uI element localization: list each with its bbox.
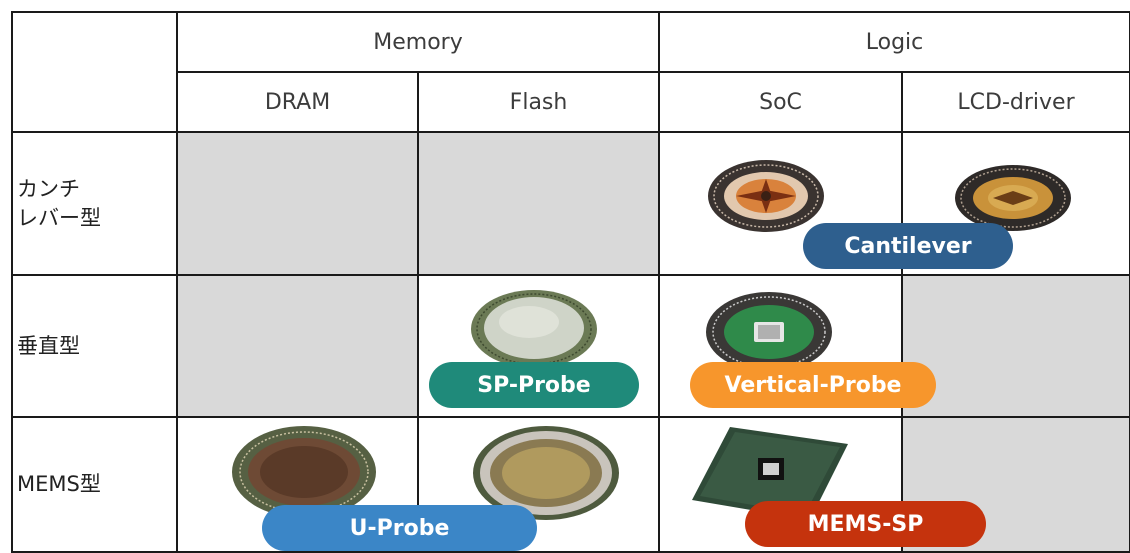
cantilever-badge: Cantilever (803, 223, 1013, 269)
column-label-soc: SoC (759, 89, 802, 115)
column-label-lcd-driver: LCD-driver (957, 89, 1075, 115)
header-dram: DRAM (176, 71, 419, 133)
cantilever-probe-card-lcd-icon (955, 165, 1072, 231)
cell-cantilever-lcd-driver (901, 131, 1130, 276)
u-probe-card-dram-icon (232, 426, 376, 518)
sp-probe-card-flash-icon (471, 290, 597, 368)
cell-mems-soc (658, 416, 904, 553)
u-probe-card-flash-icon (473, 426, 619, 520)
matrix-table: Memory Logic DRAM Flash SoC LCD-driver カ… (11, 11, 1130, 553)
header-memory: Memory (175, 11, 661, 73)
row-label-line1: カンチ (17, 177, 80, 202)
cell-mems-flash (416, 416, 661, 553)
group-label-memory: Memory (373, 29, 463, 55)
header-lcd-driver: LCD-driver (901, 71, 1130, 133)
cell-vertical-dram (176, 274, 419, 418)
column-label-flash: Flash (509, 89, 568, 115)
sp-probe-badge-label: SP-Probe (477, 372, 591, 398)
row-label-mems: MEMS型 (11, 416, 178, 553)
cell-cantilever-flash (416, 131, 661, 276)
corner-cell (11, 11, 178, 133)
cell-cantilever-dram (176, 131, 419, 276)
cantilever-probe-card-soc-icon (708, 160, 825, 232)
column-label-dram: DRAM (264, 89, 331, 115)
row-label-text: 垂直型 (17, 333, 80, 358)
cantilever-badge-label: Cantilever (844, 233, 972, 259)
sp-probe-badge: SP-Probe (429, 362, 639, 408)
mems-sp-badge-label: MEMS-SP (807, 511, 924, 537)
row-label-text: MEMS型 (17, 472, 101, 497)
u-probe-badge: U-Probe (262, 505, 537, 551)
vertical-probe-badge-label: Vertical-Probe (724, 372, 902, 398)
header-logic: Logic (658, 11, 1130, 73)
mems-sp-badge: MEMS-SP (745, 501, 986, 547)
mems-sp-probe-card-soc-icon (692, 427, 849, 520)
row-label-line2: レバー型 (17, 205, 101, 230)
group-label-logic: Logic (865, 29, 924, 55)
row-label-cantilever: カンチ レバー型 (11, 131, 178, 276)
cell-vertical-lcd-driver (901, 274, 1130, 418)
row-label-vertical: 垂直型 (11, 274, 178, 418)
header-soc: SoC (658, 71, 904, 133)
u-probe-badge-label: U-Probe (349, 515, 450, 541)
vertical-probe-card-soc-icon (706, 292, 833, 372)
header-flash: Flash (416, 71, 661, 133)
vertical-probe-badge: Vertical-Probe (690, 362, 936, 408)
